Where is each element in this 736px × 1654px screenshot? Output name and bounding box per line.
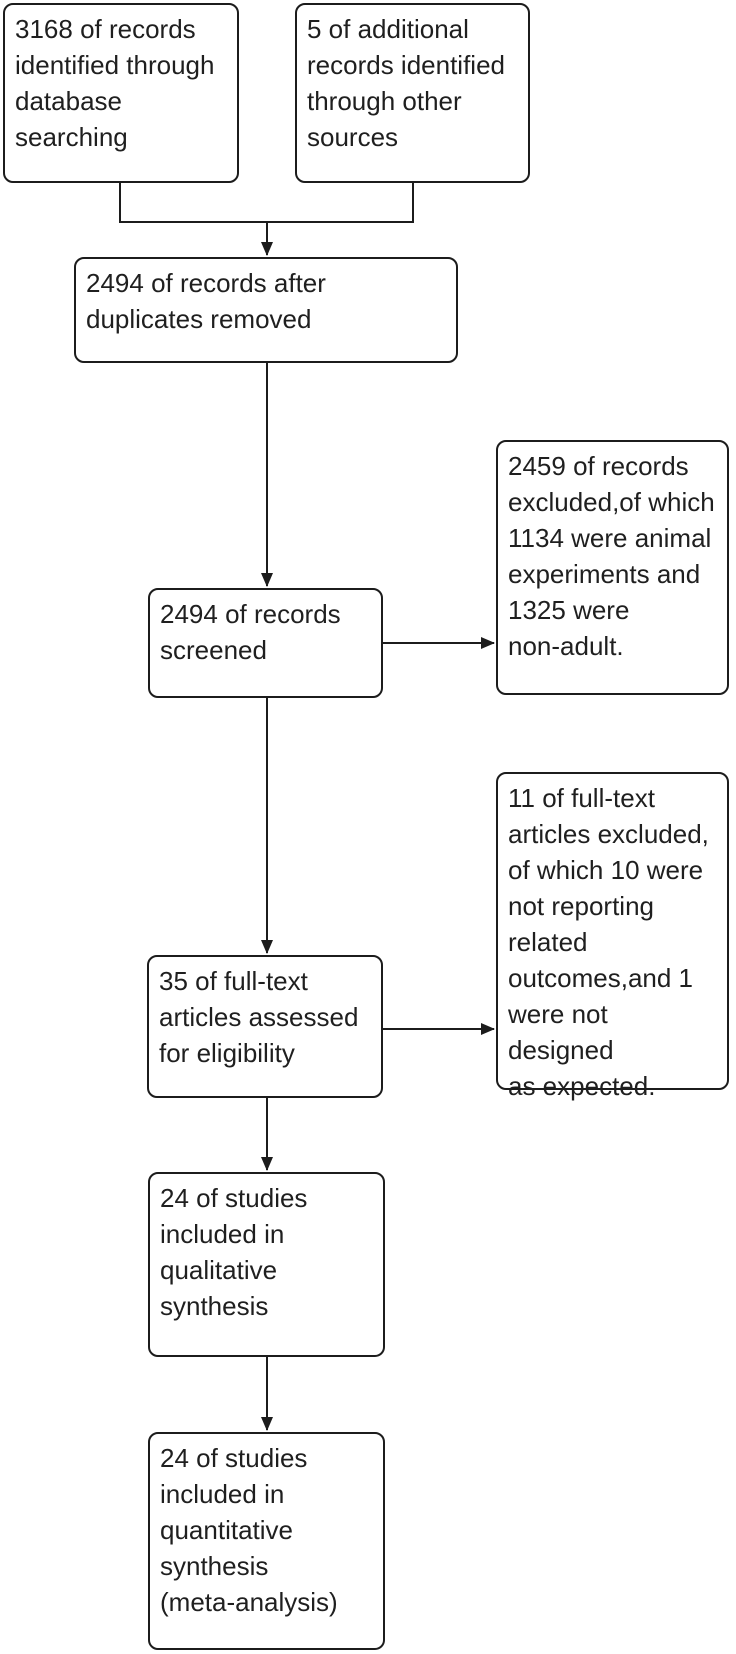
flow-box-quantitative-synthesis: 24 of studies included in quantitative s…	[148, 1432, 385, 1650]
flow-box-records-identified-other-sources: 5 of additional records identified throu…	[295, 3, 530, 183]
flow-box-fulltext-articles-assessed: 35 of full-text articles assessed for el…	[147, 955, 383, 1098]
flow-box-records-screened: 2494 of records screened	[148, 588, 383, 698]
flow-box-qualitative-synthesis: 24 of studies included in qualitative sy…	[148, 1172, 385, 1357]
flow-box-records-excluded: 2459 of records excluded,of which 1134 w…	[496, 440, 729, 695]
flow-box-records-after-duplicates-removed: 2494 of records after duplicates removed	[74, 257, 458, 363]
flow-box-records-identified-database: 3168 of records identified through datab…	[3, 3, 239, 183]
flow-box-fulltext-articles-excluded: 11 of full-text articles excluded, of wh…	[496, 772, 729, 1101]
